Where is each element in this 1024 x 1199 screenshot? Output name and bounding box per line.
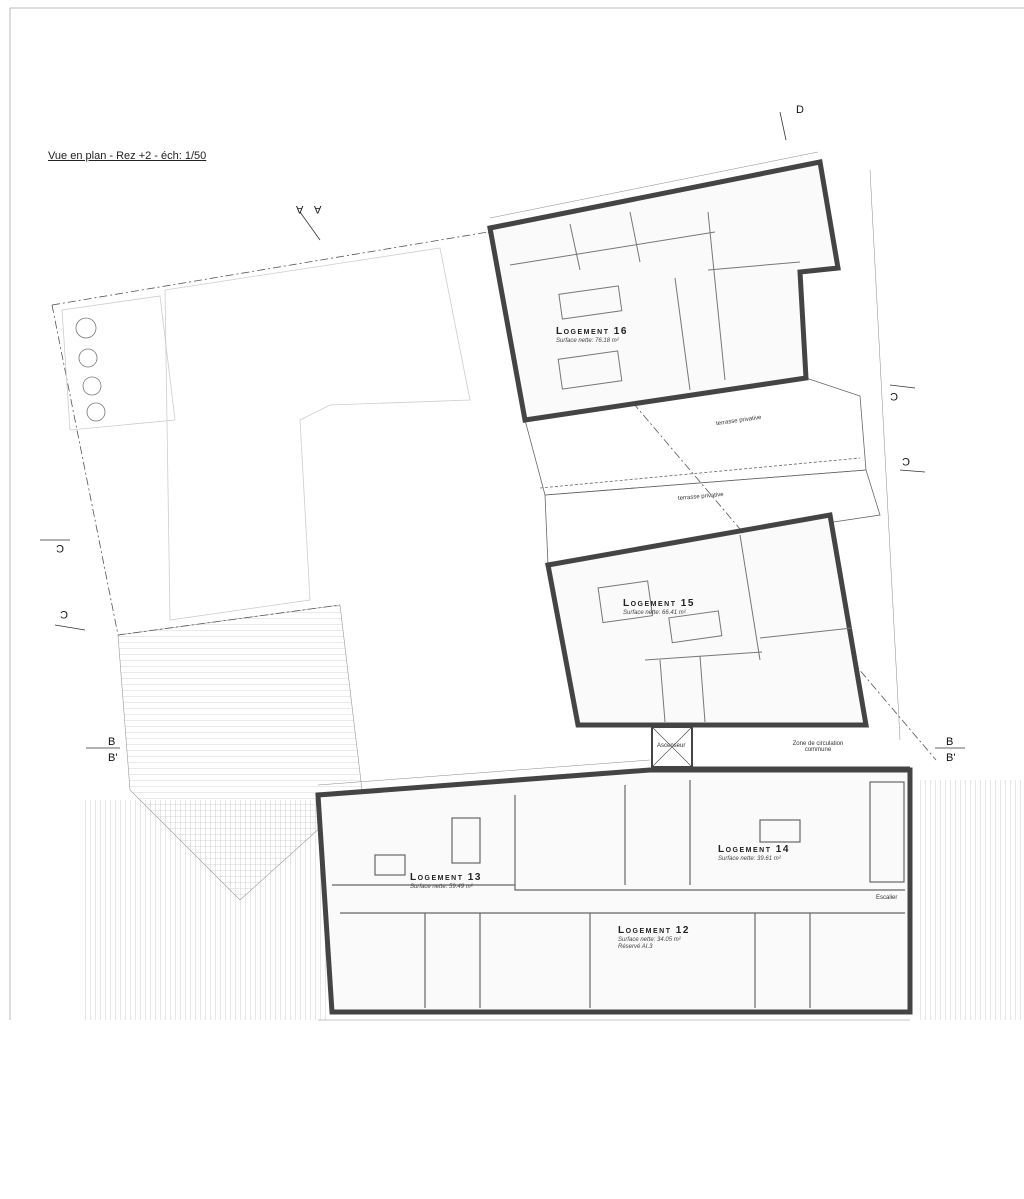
logement-12-label: Logement 12 Surface nette: 34.05 m² Rése…: [618, 925, 690, 950]
logement-surface: Surface nette: 34.05 m²: [618, 937, 681, 943]
logement-name: Logement 12: [618, 925, 690, 936]
section-marker-c: C: [890, 390, 898, 402]
logement-name: Logement 13: [410, 872, 482, 883]
logement-13-label: Logement 13 Surface nette: 59.49 m²: [410, 872, 482, 890]
section-lines: [40, 111, 965, 749]
logement-note: Réservé AI.3: [618, 944, 653, 950]
adjacent-roofs: [85, 604, 1024, 1020]
logement-name: Logement 16: [556, 326, 628, 337]
section-marker-b: B: [946, 736, 954, 748]
circulation-label: Zone de circulation commune: [792, 741, 844, 753]
logement-name: Logement 14: [718, 844, 790, 855]
stairs-label: Escalier: [876, 895, 898, 901]
logement-16-walls: [487, 159, 841, 423]
logement-15-label: Logement 15 Surface nette: 66.41 m²: [623, 598, 695, 616]
drawing-title: Vue en plan - Rez +2 - éch: 1/50: [48, 150, 207, 162]
section-marker-b: B: [108, 736, 116, 748]
trees: [75, 317, 106, 422]
logement-14-label: Logement 14 Surface nette: 39.61 m²: [718, 844, 790, 862]
elevator-label: Ascenseur: [657, 743, 686, 749]
section-marker-c: C: [56, 542, 64, 554]
lower-block-walls: [315, 767, 913, 1015]
logement-surface: Surface nette: 76.18 m²: [556, 338, 619, 344]
section-marker-c: C: [902, 455, 910, 467]
common-core: [651, 726, 910, 768]
logement-surface: Surface nette: 59.49 m²: [410, 884, 473, 890]
logement-name: Logement 15: [623, 598, 695, 609]
logement-15-walls: [545, 512, 869, 728]
section-marker-a: A: [314, 203, 322, 215]
section-marker-c: C: [60, 608, 68, 620]
logement-surface: Surface nette: 39.61 m²: [718, 856, 781, 862]
section-marker-b-prime: B': [108, 752, 118, 764]
logement-surface: Surface nette: 66.41 m²: [623, 610, 686, 616]
sheet-frame: [9, 7, 1024, 1020]
section-marker-d: D: [796, 104, 804, 116]
section-marker-b-prime: B': [946, 752, 956, 764]
logement-16-label: Logement 16 Surface nette: 76.18 m²: [556, 326, 628, 344]
section-marker-a: A: [296, 203, 304, 215]
dimension-lines: [317, 151, 910, 1021]
